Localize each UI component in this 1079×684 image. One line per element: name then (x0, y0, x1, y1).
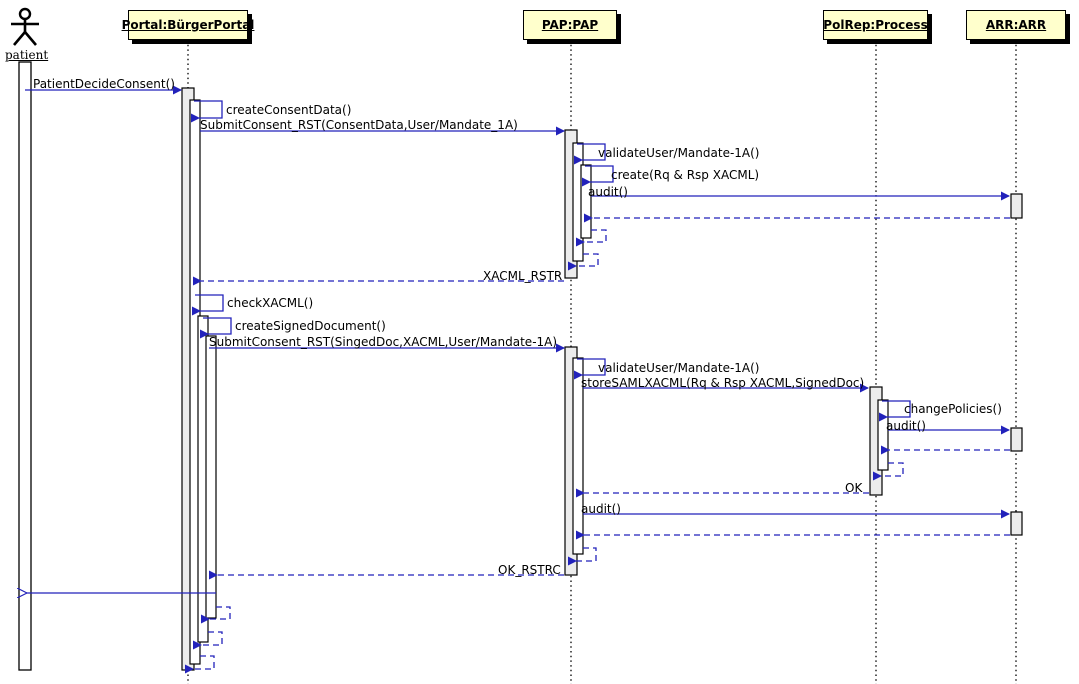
message-arrow-validate-user-2[interactable] (574, 358, 606, 380)
activation-pap-5 (572, 357, 584, 555)
activation-arr-2 (1010, 427, 1023, 452)
activation-polrep-2 (877, 399, 889, 471)
lifeline-header-portal[interactable]: Portal:BürgerPortal (122, 10, 254, 40)
message-arrow-polrep-self-return[interactable] (873, 462, 904, 481)
message-arrow-pap-self-return-2[interactable] (568, 253, 599, 271)
activation-pap-3 (580, 164, 592, 239)
message-arrow-check-xacml[interactable] (192, 294, 224, 316)
message-label-validate-user-2: validateUser/Mandate-1A() (598, 361, 760, 375)
message-label-store-saml-xacml: storeSAMLXACML(Rq & Rsp XACML,SignedDoc) (581, 376, 865, 390)
message-label-submit-consent-rst-1: SubmitConsent_RST(ConsentData,User/Manda… (200, 118, 518, 132)
message-label-xacml-rstr: XACML_RSTR (483, 269, 563, 283)
message-label-ok: OK (845, 481, 863, 495)
lifeline-header-pap-label: PAP:PAP (541, 18, 599, 32)
lifeline-header-polrep-label: PolRep:Process (823, 18, 928, 32)
message-arrow-change-policies[interactable] (879, 400, 911, 422)
lifeline-header-arr-label: ARR:ARR (985, 18, 1047, 32)
actor-patient-icon (11, 7, 39, 46)
message-label-audit-1: audit() (588, 185, 628, 199)
message-label-patient-decide-consent: PatientDecideConsent() (33, 77, 175, 91)
lifeline-header-pap[interactable]: PAP:PAP (523, 10, 617, 40)
message-label-create-consent-data: createConsentData() (226, 103, 352, 117)
activation-patient (18, 61, 32, 671)
message-arrow-validate-user-1[interactable] (574, 143, 606, 165)
message-arrow-pap-self-return-1[interactable] (576, 229, 607, 247)
message-label-create-signed-document: createSignedDocument() (235, 319, 386, 333)
message-label-create-xacml: create(Rq & Rsp XACML) (611, 168, 760, 182)
message-label-audit-3: audit() (581, 502, 621, 516)
message-arrow-create-signed-document[interactable] (200, 317, 232, 339)
message-arrow-portal-self-return-2[interactable] (193, 631, 223, 650)
activation-portal-4 (205, 335, 217, 619)
lifeline-header-arr[interactable]: ARR:ARR (966, 10, 1066, 40)
message-label-change-policies: changePolicies() (904, 402, 1002, 416)
activation-arr-3 (1010, 511, 1023, 536)
message-label-validate-user-1: validateUser/Mandate-1A() (598, 146, 760, 160)
message-arrow-pap-self-return-3[interactable] (568, 547, 597, 566)
message-arrow-portal-self-return-3[interactable] (185, 655, 215, 674)
message-arrow-portal-self-return-1[interactable] (201, 606, 231, 624)
activation-arr-1 (1010, 193, 1023, 219)
message-label-ok-rstrc: OK_RSTRC (498, 563, 561, 577)
message-label-audit-2: audit() (886, 419, 926, 433)
lifeline-header-portal-label: Portal:BürgerPortal (121, 18, 255, 32)
message-label-submit-consent-rst-2: SubmitConsent_RST(SingedDoc,XACML,User/M… (209, 335, 558, 349)
message-label-check-xacml: checkXACML() (227, 296, 314, 310)
message-arrow-create-consent-data[interactable] (191, 100, 223, 123)
actor-patient-label: patient (5, 48, 49, 62)
lifeline-header-polrep[interactable]: PolRep:Process (823, 10, 928, 40)
message-arrow-create-xacml[interactable] (582, 165, 614, 187)
